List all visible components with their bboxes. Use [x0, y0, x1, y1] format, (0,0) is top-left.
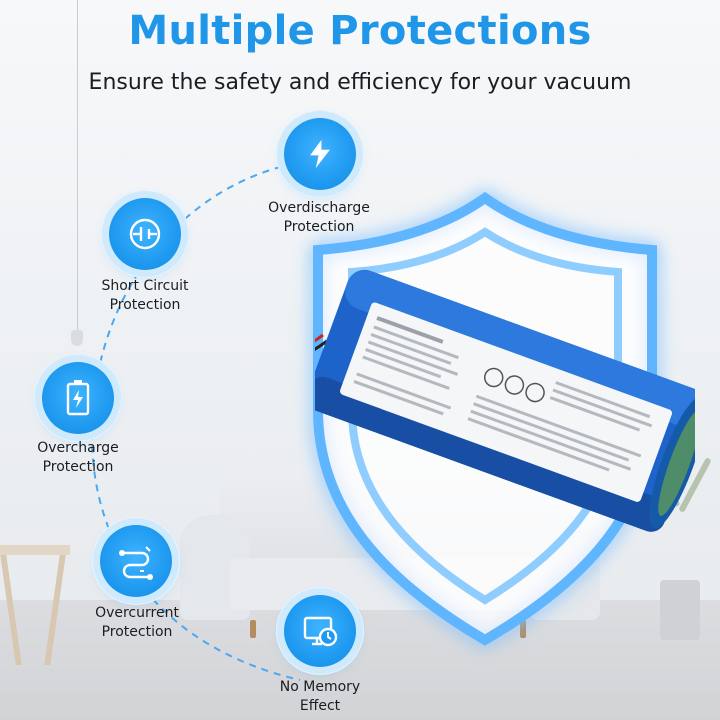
current-flow-icon	[100, 525, 172, 597]
plant-background	[640, 420, 720, 640]
battery-charge-icon	[42, 362, 114, 434]
page-subtitle: Ensure the safety and efficiency for you…	[88, 70, 632, 95]
lamp-cord	[77, 0, 78, 335]
feature-label: Overcharge Protection	[37, 440, 119, 475]
feature-label: Overcurrent Protection	[95, 605, 179, 640]
lightning-icon	[284, 118, 356, 190]
side-table	[0, 545, 70, 665]
page-title: Multiple Protections	[128, 8, 592, 54]
lamp-bulb	[71, 330, 83, 346]
feature-label: Overdischarge Protection	[268, 200, 370, 235]
feature-label: No Memory Effect	[279, 679, 361, 714]
feature-label: Short Circuit Protection	[101, 278, 189, 313]
battery-pack-image	[315, 269, 695, 532]
short-circuit-icon	[109, 198, 181, 270]
monitor-clock-icon	[284, 595, 356, 667]
